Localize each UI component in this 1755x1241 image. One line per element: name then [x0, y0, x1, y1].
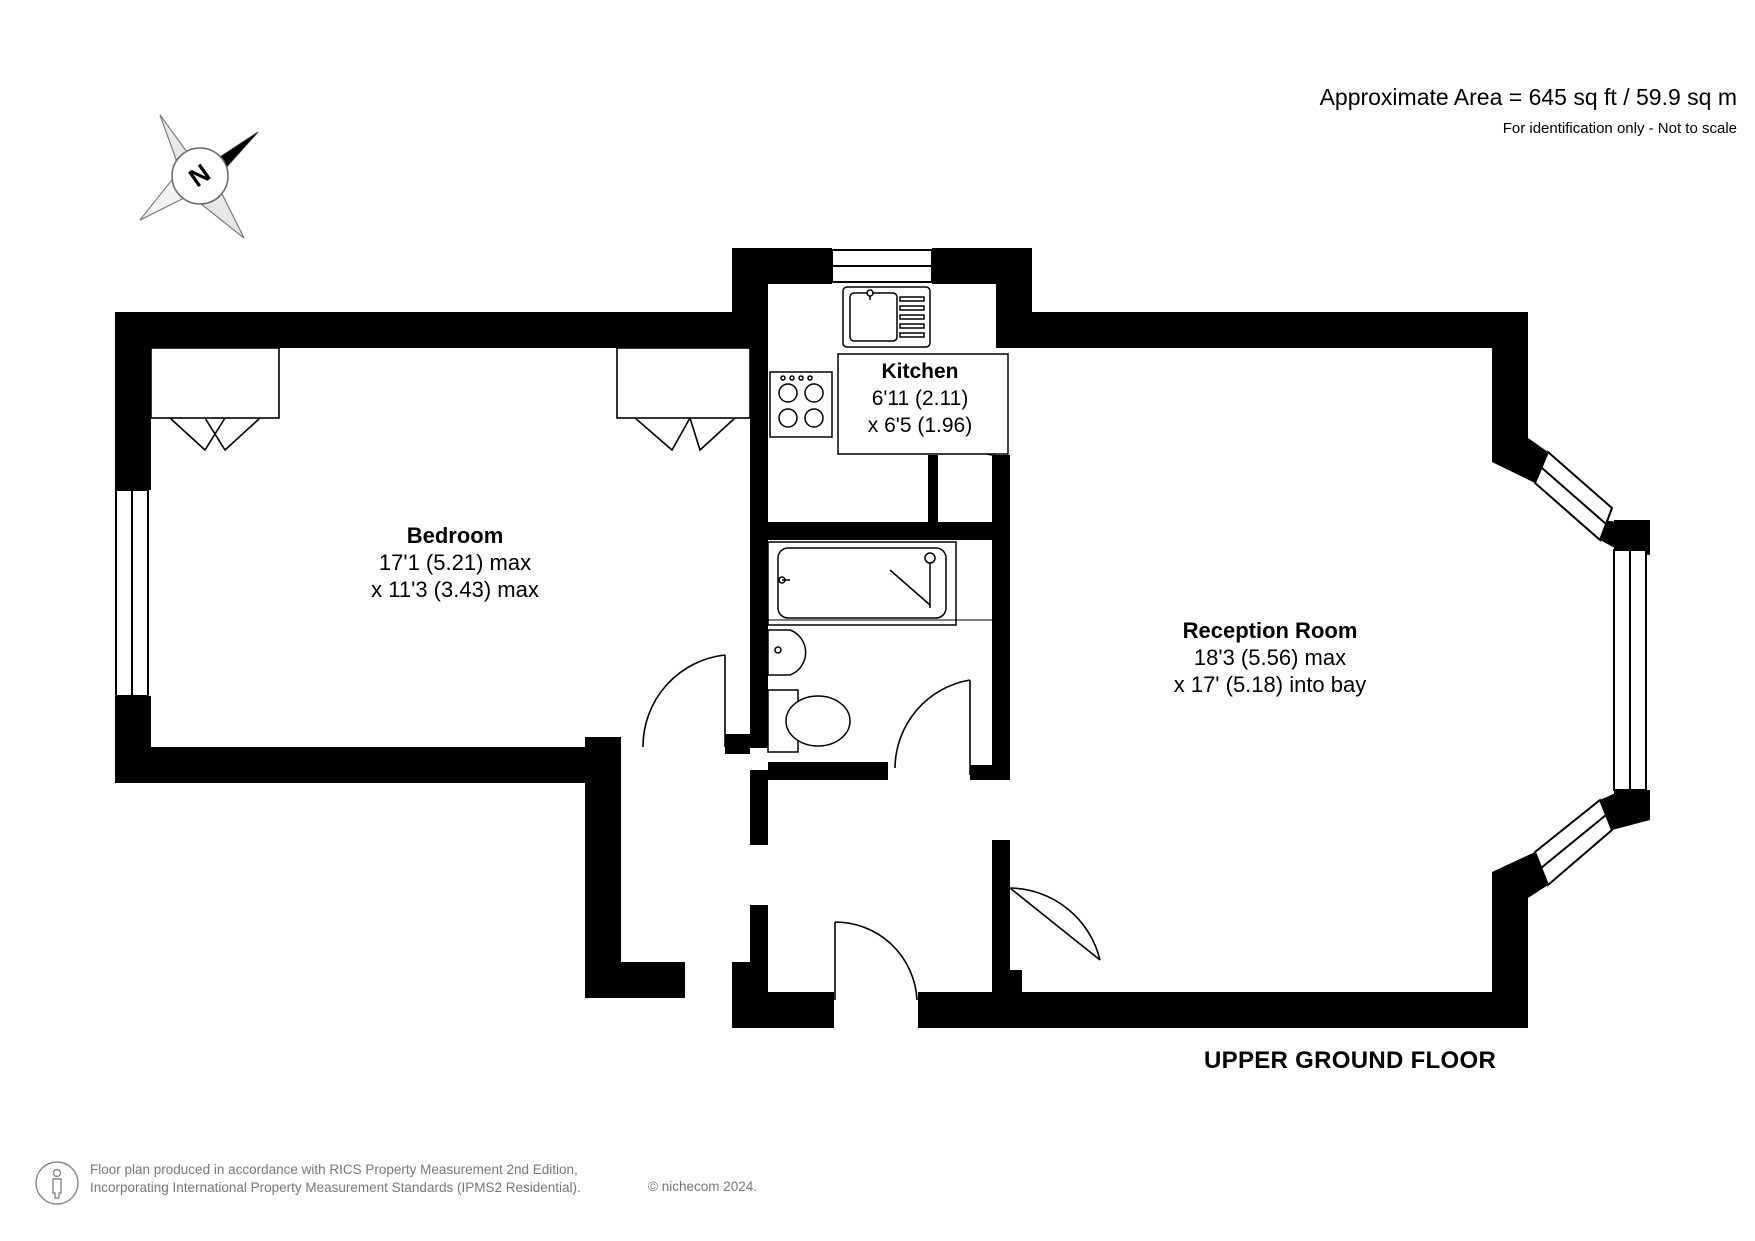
kitchen-fittings — [769, 286, 1009, 455]
room-dimension: 17'1 (5.21) max — [378, 550, 532, 575]
room-name: Reception Room — [1182, 618, 1358, 643]
room-dimension: 6'11 (2.11) — [871, 387, 969, 410]
windows — [115, 249, 1647, 887]
footer-line: Floor plan produced in accordance with R… — [90, 1162, 578, 1177]
walls — [115, 248, 1650, 1028]
room-dimension: x 17' (5.18) into bay — [1173, 672, 1367, 697]
person-icon — [35, 1161, 79, 1205]
room-dimension: 18'3 (5.56) max — [1193, 645, 1347, 670]
compass-icon: N — [139, 114, 259, 239]
disclaimer: For identification only - Not to scale — [1502, 120, 1737, 137]
bedroom-label: Bedroom 17'1 (5.21) max x 11'3 (3.43) ma… — [355, 522, 555, 603]
wardrobes — [150, 347, 751, 452]
floor-title: UPPER GROUND FLOOR — [1204, 1047, 1497, 1074]
footer-line: Incorporating International Property Mea… — [90, 1180, 581, 1195]
room-name: Kitchen — [881, 360, 959, 383]
reception-room-label: Reception Room 18'3 (5.56) max x 17' (5.… — [1140, 617, 1400, 698]
approximate-area: Approximate Area = 645 sq ft / 59.9 sq m — [1319, 84, 1737, 110]
bathroom-fittings — [767, 541, 998, 753]
copyright: © nichecom 2024. — [648, 1179, 758, 1194]
footer-note: Floor plan produced in accordance with R… — [90, 1161, 581, 1197]
room-dimension: x 6'5 (1.96) — [867, 414, 973, 437]
kitchen-label: Kitchen 6'11 (2.11) x 6'5 (1.96) — [830, 358, 1010, 439]
room-dimension: x 11'3 (3.43) max — [371, 577, 539, 602]
room-name: Bedroom — [406, 523, 504, 548]
